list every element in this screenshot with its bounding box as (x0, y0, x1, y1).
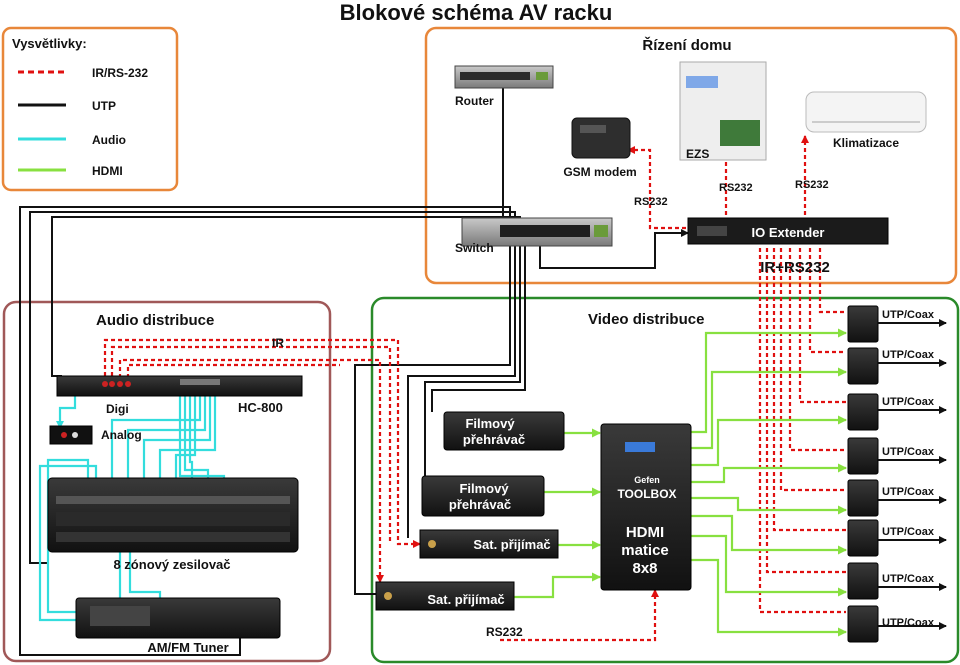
home-control-heading: Řízení domu (642, 36, 731, 54)
analog-label: Analog (101, 428, 142, 442)
player2-label-line2: přehrávač (449, 497, 511, 512)
utp-coax-extender: UTP/Coax (847, 347, 947, 385)
matrix-label-line2: matice (621, 542, 669, 559)
legend-utp-label: UTP (92, 99, 116, 113)
gsm-label: GSM modem (563, 165, 636, 179)
movie-player-2: Filmový přehrávač (421, 475, 545, 517)
utp-coax-extender: UTP/Coax (847, 519, 947, 557)
video-distribution-heading: Video distribuce (588, 311, 704, 328)
matrix-label-line1: HDMI (626, 524, 664, 541)
io-extender: IO Extender IR+RS232 (687, 217, 889, 276)
legend-items: IR/RS-232 UTP Audio HDMI (18, 66, 148, 178)
am-fm-tuner: AM/FM Tuner (75, 597, 281, 655)
extender-label: UTP/Coax (882, 309, 935, 321)
rs232-gsm-label: RS232 (634, 196, 668, 208)
digi-label: Digi (106, 402, 129, 416)
utp-coax-extender: UTP/Coax (847, 393, 947, 431)
hdmi-matrix: Gefen TOOLBOX HDMI matice 8x8 (600, 423, 692, 591)
matrix-brand: Gefen (634, 475, 660, 485)
router-label: Router (455, 94, 494, 108)
hc800-label: HC-800 (238, 400, 283, 415)
klimatizace-label: Klimatizace (833, 136, 899, 150)
legend-ir-label: IR/RS-232 (92, 66, 148, 80)
sat1-label: Sat. přijímač (473, 537, 550, 552)
utp-coax-extender: UTP/Coax (847, 605, 947, 643)
air-conditioner: Klimatizace (805, 91, 927, 150)
extender-label: UTP/Coax (882, 349, 935, 361)
io-extender-label: IO Extender (752, 225, 825, 240)
ezs-alarm-panel: EZS (679, 61, 767, 161)
sat2-label: Sat. přijímač (427, 592, 504, 607)
extender-label: UTP/Coax (882, 573, 935, 585)
diagram-title: Blokové schéma AV racku (340, 0, 613, 25)
player1-label-line1: Filmový (465, 416, 515, 431)
hc800-controller: HC-800 (56, 375, 303, 415)
player2-label-line1: Filmový (459, 481, 509, 496)
legend-audio-label: Audio (92, 133, 126, 147)
router: Router (454, 65, 554, 108)
sat-receiver-2: Sat. přijímač (375, 581, 515, 611)
legend-frame (1, 26, 179, 192)
utp-wires (19, 86, 689, 656)
ir-label: IR (272, 336, 284, 350)
utp-coax-extender-list: UTP/Coax UTP/Coax UTP/Coax UTP/Coax UTP/… (847, 305, 947, 643)
video-distribution-frame (370, 296, 960, 664)
rs232-bottom-label: RS232 (486, 625, 523, 639)
extender-label: UTP/Coax (882, 526, 935, 538)
extender-label: UTP/Coax (882, 446, 935, 458)
movie-player-1: Filmový přehrávač (443, 411, 565, 451)
audio-distribution-heading: Audio distribuce (96, 312, 214, 329)
extender-label: UTP/Coax (882, 617, 935, 629)
ir-rs232-wires (103, 135, 846, 642)
sat-receiver-1: Sat. přijímač (419, 529, 559, 559)
matrix-label-line3: 8x8 (632, 560, 657, 577)
utp-coax-extender: UTP/Coax (847, 437, 947, 475)
home-control-frame (424, 26, 958, 285)
utp-coax-extender: UTP/Coax (847, 562, 947, 600)
rs232-ezs-label: RS232 (719, 182, 753, 194)
eight-zone-amplifier: 8 zónový zesilovač (47, 477, 299, 572)
player1-label-line2: přehrávač (463, 432, 525, 447)
switch: Switch (455, 217, 613, 255)
extender-label: UTP/Coax (882, 396, 935, 408)
audio-distribution-frame (2, 300, 332, 663)
ir-rs232-label: IR+RS232 (760, 259, 830, 276)
legend-hdmi-label: HDMI (92, 164, 123, 178)
hdmi-wires (513, 328, 847, 637)
tuner-label: AM/FM Tuner (147, 640, 228, 655)
utp-coax-extender: UTP/Coax (847, 305, 947, 343)
dac-converter (49, 425, 93, 445)
amplifier-label: 8 zónový zesilovač (113, 557, 230, 572)
extender-label: UTP/Coax (882, 486, 935, 498)
matrix-model: TOOLBOX (617, 487, 676, 501)
legend-heading: Vysvětlivky: (12, 36, 87, 51)
utp-coax-extender: UTP/Coax (847, 479, 947, 517)
rs232-klima-label: RS232 (795, 179, 829, 191)
gsm-modem: GSM modem (563, 117, 637, 179)
switch-label: Switch (455, 241, 494, 255)
ezs-label: EZS (686, 147, 709, 161)
